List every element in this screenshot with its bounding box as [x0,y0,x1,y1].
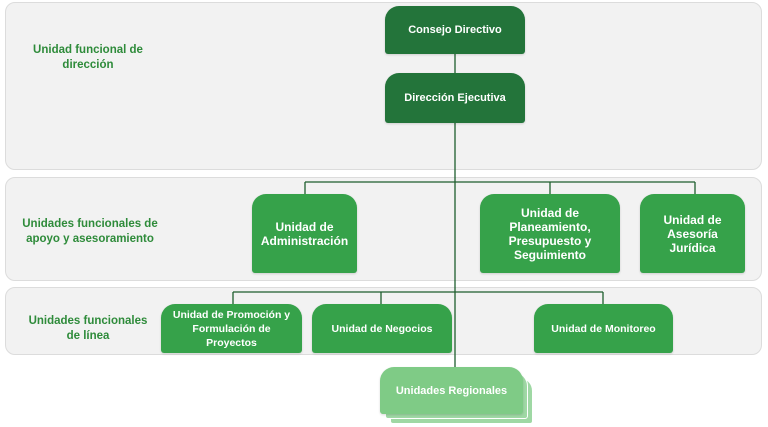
node-direccion-ejecutiva: Dirección Ejecutiva [385,73,525,123]
node-unidad-promocion: Unidad de Promoción y Formulación de Pro… [161,304,302,353]
band-direccion [5,2,762,170]
band-label-linea: Unidades funcionales de línea [28,315,148,342]
node-unidades-regionales: Unidades Regionales [380,367,523,414]
node-unidad-monitoreo: Unidad de Monitoreo [534,304,673,353]
band-apoyo [5,177,762,281]
node-unidad-negocios: Unidad de Negocios [312,304,452,353]
node-unidad-planeamiento: Unidad de Planeamiento, Presupuesto y Se… [480,194,620,273]
band-label-apoyo: Unidades funcionales de apoyo y asesoram… [22,218,158,245]
band-label-direccion: Unidad funcional de dirección [33,44,143,71]
node-unidad-administracion: Unidad de Administración [252,194,357,273]
node-consejo-directivo: Consejo Directivo [385,6,525,54]
node-unidad-asesoria: Unidad de Asesoría Jurídica [640,194,745,273]
